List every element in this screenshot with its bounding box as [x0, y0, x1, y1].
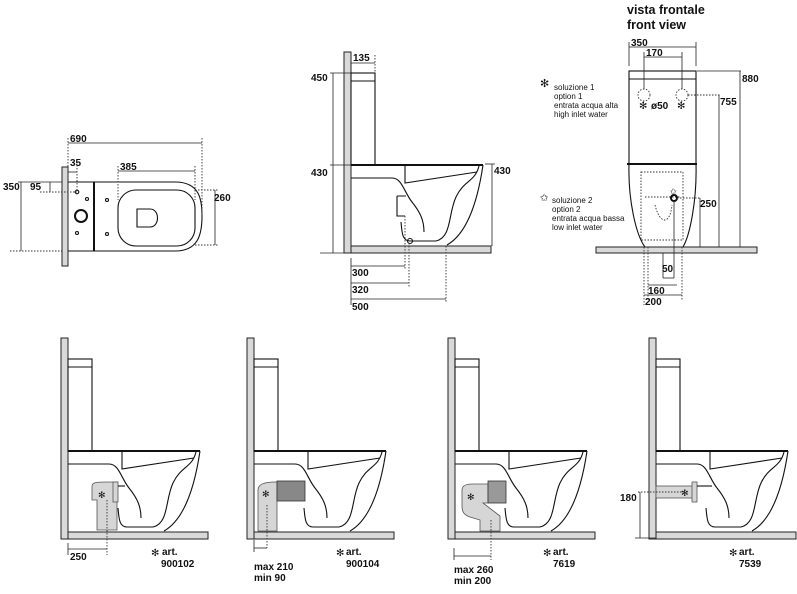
dim-height-total: 880: [742, 74, 759, 85]
front-view-title-en: front view: [627, 18, 686, 32]
dim-inlet-side: 95: [30, 182, 42, 193]
art-label: art.: [346, 547, 362, 558]
dim-height-inlet-low: 250: [700, 199, 717, 210]
dim-width-front: 350: [631, 38, 648, 49]
marker-option1: ✻: [639, 101, 647, 112]
front-view-title-it: vista frontale: [627, 3, 705, 17]
dim-height-inlet-high: 755: [720, 97, 737, 108]
marker-option1-b: ✻: [677, 101, 685, 112]
option2-line4: low inlet water: [552, 223, 603, 232]
dim-seat-length: 385: [120, 162, 137, 173]
dim-seat-height-left: 430: [311, 168, 328, 179]
installation-900102: ✻ 250 ✻ art. 900102: [60, 337, 209, 570]
installation-7539: ✻ 180 ✻ art. 7539: [620, 337, 797, 570]
install3-dim-max: max 260: [454, 565, 494, 576]
pipe-marker: ✻: [98, 490, 106, 500]
install2-dim-min: min 90: [254, 573, 286, 584]
art-number: 900104: [346, 559, 380, 570]
front-view: vista frontale front view ✻ ø50 ✻ ✩ 350 …: [540, 3, 759, 308]
art-number: 7539: [739, 559, 762, 570]
art-marker: ✻: [151, 548, 159, 559]
legend-option1: ✻ soluzione 1 option 1 entrata acqua alt…: [540, 78, 619, 119]
art-label: art.: [553, 547, 569, 558]
option2-line1: soluzione 2: [552, 196, 593, 205]
install3-dim-min: min 200: [454, 576, 492, 587]
dim-diameter: ø50: [651, 101, 669, 112]
dim-inlet-offset: 35: [70, 158, 82, 169]
dim-outlet-inner: 160: [648, 286, 665, 297]
art-marker: ✻: [729, 548, 737, 559]
art-label: art.: [162, 547, 178, 558]
dim-seat-height-right: 430: [494, 166, 511, 177]
option1-line4: high inlet water: [554, 110, 608, 119]
dim-outlet-outer: 200: [645, 297, 662, 308]
installation-7619: ✻ max 260 min 200 ✻ art. 7619: [447, 337, 596, 587]
option1-line3: entrata acqua alta: [554, 101, 619, 110]
flex-connector: [487, 480, 507, 504]
art-number: 7619: [553, 559, 576, 570]
option1-marker: ✻: [540, 78, 549, 90]
dim-tank-depth: 135: [353, 53, 370, 64]
dim-length: 690: [70, 134, 87, 145]
dim-tank-height: 450: [311, 73, 328, 84]
dim-offset: 50: [662, 264, 674, 275]
option1-line2: option 1: [554, 92, 583, 101]
option1-line1: soluzione 1: [554, 83, 595, 92]
dim-outlet-320: 320: [352, 285, 369, 296]
option2-line2: option 2: [552, 205, 581, 214]
outlet-circle: [74, 209, 88, 223]
pipe-marker: ✻: [681, 488, 689, 498]
art-marker: ✻: [336, 548, 344, 559]
art-number: 900102: [161, 559, 195, 570]
option2-marker: ✩: [540, 193, 549, 204]
legend-option2: ✩ soluzione 2 option 2 entrata acqua bas…: [540, 193, 625, 232]
side-view: 135 450 430 430 300 320 500: [311, 51, 511, 313]
dim-inlet-spacing: 170: [646, 48, 663, 59]
art-label: art.: [739, 547, 755, 558]
installation-900104: ✻ max 210 min 90 ✻ art. 900104: [246, 337, 395, 584]
plan-view: 690 35 385 260 350 95: [3, 134, 231, 267]
art-marker: ✻: [543, 548, 551, 559]
dim-seat-width: 260: [214, 193, 231, 204]
pipe-marker: ✻: [262, 489, 270, 499]
pipe-marker: ✻: [467, 492, 475, 502]
dim-fixing-500: 500: [352, 302, 369, 313]
dim-outlet-300: 300: [352, 268, 369, 279]
dim-width: 350: [3, 182, 20, 193]
option2-line3: entrata acqua bassa: [552, 214, 625, 223]
flex-connector: [276, 480, 306, 502]
install1-dim: 250: [70, 552, 87, 563]
marker-option2-front: ✩: [670, 187, 677, 196]
install2-dim-max: max 210: [254, 562, 294, 573]
install4-dim: 180: [620, 493, 637, 504]
